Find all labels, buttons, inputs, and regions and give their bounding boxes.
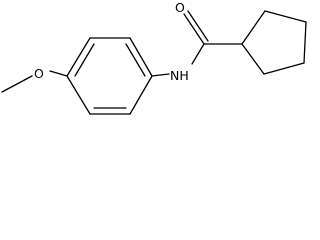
benzene-double-bond-1	[74, 43, 95, 77]
bond-ring-nitrogen	[151, 73, 170, 77]
bond-methyl-oxygen	[1, 75, 33, 93]
atom-label-carbonyl-oxygen: O	[175, 0, 185, 15]
cyclopentane-bond-1	[241, 10, 266, 45]
benzene-double-bond-2	[125, 43, 146, 77]
cyclopentane-bond-3	[303, 21, 307, 64]
atom-label-amide-nitrogen: NH	[170, 68, 189, 83]
cyclopentane-bond-5	[241, 43, 265, 75]
cyclopentane-bond-2	[264, 10, 307, 23]
carbonyl-double-bond-b	[187, 10, 209, 42]
cyclopentane-bond-4	[263, 62, 305, 75]
carbonyl-double-bond-a	[183, 13, 205, 45]
bond-oxygen-ring	[49, 70, 68, 77]
benzene-bond-6	[66, 75, 91, 115]
chemical-structure: O O NH	[1, 0, 307, 115]
benzene-bond-3	[129, 37, 153, 77]
atom-label-ether-oxygen: O	[34, 66, 44, 81]
bond-nitrogen-carbonyl	[191, 43, 205, 65]
benzene-bond-4	[129, 75, 153, 115]
benzene-bond-1	[66, 37, 91, 77]
